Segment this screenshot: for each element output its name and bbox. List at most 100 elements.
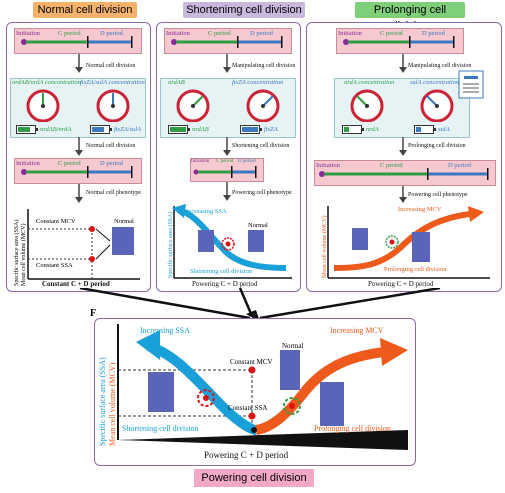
caption-shortening-division: Shortening cell division	[232, 143, 290, 149]
gauge-title-left: nrdAB	[168, 79, 185, 86]
y-label-f-ssa: Specific surface area (SSA)	[98, 357, 107, 446]
caption-powering-phenotype: Powering cell phenotype	[232, 190, 292, 196]
gauge-icon	[176, 89, 210, 122]
caption-normal-division-2: Normal cell division	[86, 143, 136, 149]
battery-label-left: nrdA	[366, 126, 379, 133]
battery-icon	[240, 125, 262, 134]
label-f-constant-ssa: Constant SSA	[228, 404, 268, 412]
header-shortening: Shortenimg cell division	[183, 2, 305, 18]
panel-f-letter: F	[90, 308, 97, 319]
arrow-down-icon	[75, 54, 83, 73]
label-d-period: D period	[100, 30, 123, 37]
timeline-bar-normal-top	[21, 36, 133, 48]
label-c-period: C period	[216, 159, 234, 164]
gauge-icon	[246, 89, 280, 122]
y-label-f-mcv: Mean cell volume (MCV)	[108, 362, 117, 446]
caption-powering-phenotype: Powering cell phenotype	[408, 192, 468, 198]
document-icon	[458, 70, 484, 99]
label-c-period: C period	[58, 30, 81, 37]
x-label-f: Powering C + D period	[204, 450, 289, 460]
label-d-period: D period	[448, 162, 471, 169]
label-constant-mcv: Constant MCV	[36, 218, 76, 225]
arrow-down-icon	[223, 182, 231, 201]
gauge-title-right: ftsZA concentration	[232, 79, 284, 86]
label-normal: Normal	[248, 222, 268, 229]
battery-icon	[414, 125, 436, 134]
graph-shortening	[172, 204, 292, 279]
caption-normal-division: Normal cell division	[86, 63, 136, 69]
timeline-bar-prolonging-top	[343, 36, 455, 48]
timeline-bar-shortening-top	[171, 36, 283, 48]
graph-normal	[27, 209, 140, 280]
header-normal: Normal cell division	[33, 2, 137, 18]
graph-f	[117, 324, 408, 450]
y-label-mcv: Mean cell volume (MCV)	[21, 223, 27, 286]
y-label-ssa: Specific surface area (SSA)	[168, 211, 174, 278]
arrow-down-icon	[399, 186, 407, 203]
label-d-period: D period	[422, 30, 445, 37]
gauge-icon	[26, 89, 60, 122]
timeline-shortening-mid	[190, 158, 264, 182]
label-initiation: Initiation	[316, 162, 340, 169]
gauge-title-right: ftsZA/sulA concentration	[80, 79, 145, 86]
gauge-icon	[350, 89, 384, 122]
label-c-period: C period	[380, 30, 403, 37]
arrow-down-icon	[75, 137, 83, 156]
battery-label-left: nrdAB	[192, 126, 209, 133]
label-f-increasing-mcv: Increasing MCV	[330, 326, 384, 335]
caption-prolonging-division: Prolonging cell division	[408, 143, 466, 149]
gauge-icon	[96, 89, 130, 122]
caption-manipulating: Manipulating cell division	[408, 63, 472, 69]
caption-normal-phenotype: Normal cell phenotype	[86, 190, 141, 196]
gauge-title-left: nrdAB/nrdA concentration	[12, 79, 81, 86]
arrow-down-icon	[223, 54, 231, 73]
header-prolonging: Prolonging cell division	[355, 2, 465, 32]
x-label-normal: Constant C + D period	[42, 280, 110, 288]
converging-arrows	[79, 288, 441, 322]
label-initiation: Initiation	[338, 30, 362, 37]
arrow-down-icon	[75, 184, 83, 203]
label-f-constant-mcv: Constant MCV	[230, 358, 273, 366]
label-c-period: C period	[208, 30, 231, 37]
battery-label-right: ftsZA	[264, 126, 278, 133]
label-initiation: Initiation	[191, 159, 210, 164]
label-d-period: D period	[250, 30, 273, 37]
label-constant-ssa: Constant SSA	[36, 262, 73, 269]
battery-label-left: nrdAB/nrdA	[40, 126, 72, 133]
label-c-period: C period	[380, 162, 403, 169]
y-label-mcv: Mean cell volume (MCV)	[322, 215, 328, 278]
gauge-icon	[420, 89, 454, 122]
label-initiation: Initiation	[16, 160, 40, 167]
arrow-down-icon	[223, 137, 231, 156]
label-f-normal: Normal	[282, 342, 304, 350]
battery-icon	[90, 125, 112, 134]
timeline-bar-shortening-mid	[193, 166, 257, 178]
gauge-title-right: sulA concentration	[410, 79, 460, 86]
label-f-shortening: Shortening cell division	[122, 424, 199, 433]
graph-prolonging	[327, 206, 490, 279]
label-normal: Normal	[114, 218, 134, 225]
battery-icon	[16, 125, 38, 134]
timeline-bar-normal-mid	[21, 166, 133, 178]
battery-icon	[342, 125, 364, 134]
label-f-prolonging: Prolonging cell division	[314, 424, 391, 433]
label-initiation: Initiation	[166, 30, 190, 37]
arrow-down-icon	[399, 137, 407, 156]
label-d-period: D period	[238, 159, 256, 164]
x-label-shortening: Powering C + D period	[192, 280, 258, 288]
label-initiation: Initiation	[16, 30, 40, 37]
label-f-increasing-ssa: Increasing SSA	[140, 326, 190, 335]
battery-label-right: ftsZA/sulA	[114, 126, 142, 133]
label-c-period: C period	[58, 160, 81, 167]
battery-icon	[168, 125, 190, 134]
label-increasing-ssa: Increasing SSA	[186, 208, 227, 215]
y-label-ssa: Specific surface area (SSA)	[14, 219, 20, 286]
gauge-title-left: nrdA concentration	[344, 79, 395, 86]
label-prolonging-curve: Prolonging cell division	[384, 266, 447, 273]
timeline-bar-prolonging-mid	[319, 168, 489, 180]
battery-label-right: sulA	[438, 126, 450, 133]
arrow-down-icon	[399, 54, 407, 73]
label-shortening-curve: Shortening cell division	[190, 268, 253, 275]
label-increasing-mcv: Increasing MCV	[398, 206, 442, 213]
x-label-prolonging: Powering C + D period	[368, 280, 434, 288]
